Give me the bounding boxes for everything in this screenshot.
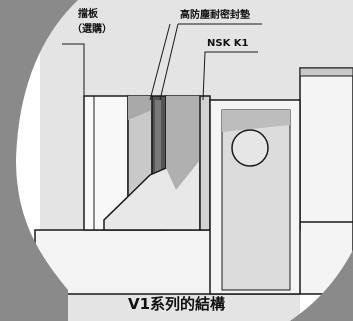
plate-sublabel: （選購） [72,24,112,35]
seal-highlight [155,100,161,226]
bottom-left-frame [0,290,68,321]
plate-leader [62,43,85,96]
k1-leader [202,51,258,101]
right-frame-arc [290,250,353,321]
figure-caption: V1系列的結構 [127,295,226,313]
ball-circle [231,129,269,167]
mid-block-shade [128,96,152,120]
k1-label: NSK K1 [207,38,249,49]
left-frame-arc [0,0,78,290]
left-frame-fill [0,0,54,290]
plate-label: 擋板 [78,9,98,20]
carriage-inner-shade [222,110,290,132]
k1-block [199,95,211,231]
rail-top [299,67,353,77]
seal-leader-1 [149,23,171,101]
seal-leader-2 [159,23,179,101]
base-slab [34,221,353,295]
wedge-shade [166,96,200,190]
seal-label: 高防塵耐密封墊 [180,10,250,21]
